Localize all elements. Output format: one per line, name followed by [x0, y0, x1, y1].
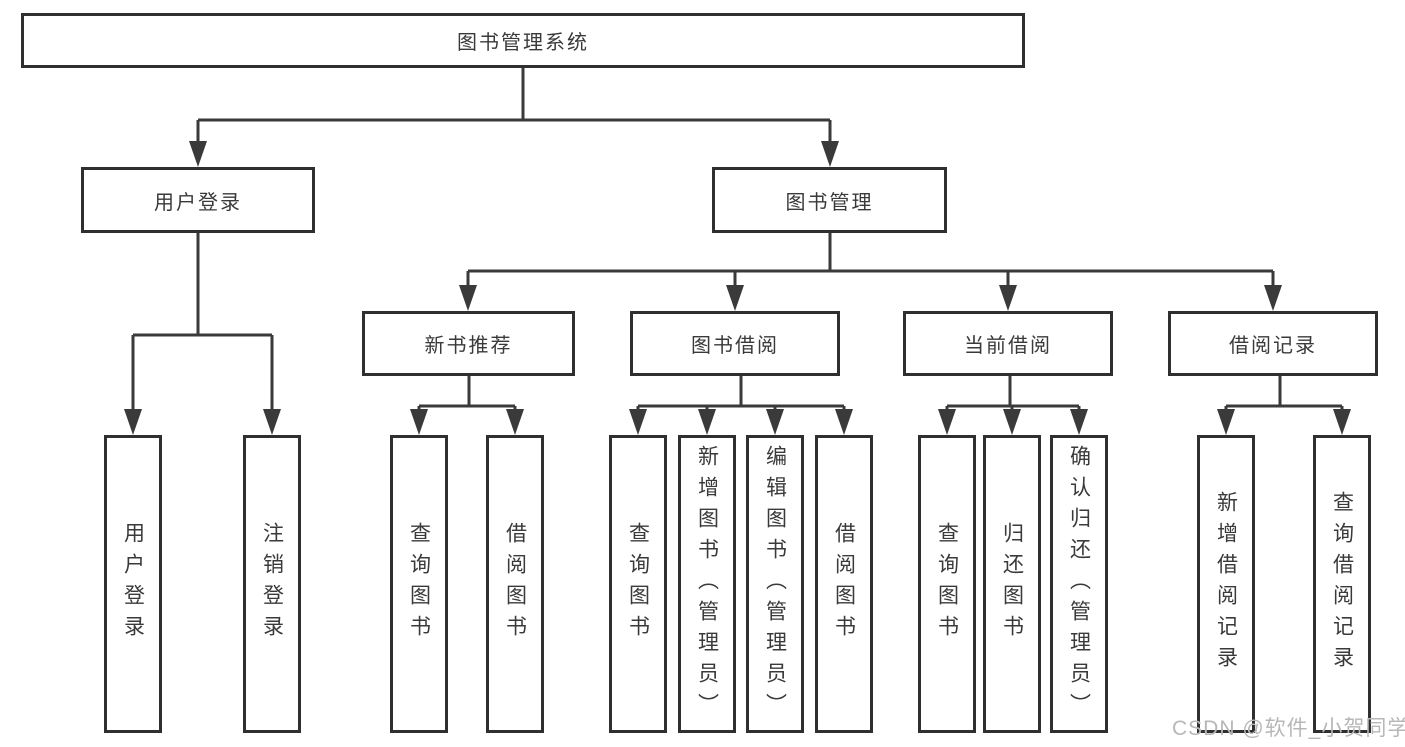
- leaf-user-login-label: 用户登录: [121, 522, 145, 646]
- group-book-borrow-label: 图书借阅: [691, 335, 779, 357]
- group-borrow-records: 借阅记录: [1168, 311, 1378, 376]
- leaf-bb-add-books-admin: 新增图书（管理员）: [678, 435, 736, 733]
- leaf-bb-borrow-books-label: 借阅图书: [832, 522, 856, 646]
- leaf-cb-query-books: 查询图书: [918, 435, 976, 733]
- leaf-nb-query-books-label: 查询图书: [407, 522, 431, 646]
- leaf-nb-query-books: 查询图书: [390, 435, 448, 733]
- leaf-br-add-record: 新增借阅记录: [1197, 435, 1255, 733]
- leaf-cb-confirm-return-admin-label: 确认归还（管理员）: [1067, 444, 1091, 724]
- leaf-cb-query-books-label: 查询图书: [935, 522, 959, 646]
- leaf-bb-query-books: 查询图书: [609, 435, 667, 733]
- leaf-bb-query-books-label: 查询图书: [626, 522, 650, 646]
- group-current-borrow-label: 当前借阅: [964, 335, 1052, 357]
- watermark: CSDN @软件_小贺同学: [1172, 717, 1405, 740]
- leaf-logout-label: 注销登录: [260, 522, 284, 646]
- leaf-bb-borrow-books: 借阅图书: [815, 435, 873, 733]
- group-borrow-records-label: 借阅记录: [1229, 335, 1317, 357]
- branch-book-management: 图书管理: [712, 167, 947, 233]
- group-book-borrow: 图书借阅: [630, 311, 840, 376]
- branch-user-login-label: 用户登录: [154, 191, 242, 214]
- root-node-label: 图书管理系统: [457, 32, 589, 54]
- leaf-logout: 注销登录: [243, 435, 301, 733]
- root-node: 图书管理系统: [21, 13, 1025, 68]
- group-current-borrow: 当前借阅: [903, 311, 1113, 376]
- leaf-user-login: 用户登录: [104, 435, 162, 733]
- leaf-br-query-record: 查询借阅记录: [1313, 435, 1371, 733]
- leaf-cb-return-books: 归还图书: [983, 435, 1041, 733]
- leaf-bb-add-books-admin-label: 新增图书（管理员）: [695, 444, 719, 724]
- group-new-book-recommend: 新书推荐: [362, 311, 575, 376]
- branch-book-management-label: 图书管理: [785, 191, 874, 214]
- leaf-br-query-record-label: 查询借阅记录: [1330, 491, 1354, 677]
- leaf-cb-confirm-return-admin: 确认归还（管理员）: [1050, 435, 1108, 733]
- leaf-bb-edit-books-admin: 编辑图书（管理员）: [746, 435, 804, 733]
- leaf-br-add-record-label: 新增借阅记录: [1214, 491, 1238, 677]
- leaf-nb-borrow-books: 借阅图书: [486, 435, 544, 733]
- leaf-bb-edit-books-admin-label: 编辑图书（管理员）: [763, 444, 787, 724]
- leaf-cb-return-books-label: 归还图书: [1000, 522, 1024, 646]
- leaf-nb-borrow-books-label: 借阅图书: [503, 522, 527, 646]
- group-new-book-recommend-label: 新书推荐: [424, 335, 513, 357]
- branch-user-login: 用户登录: [81, 167, 315, 233]
